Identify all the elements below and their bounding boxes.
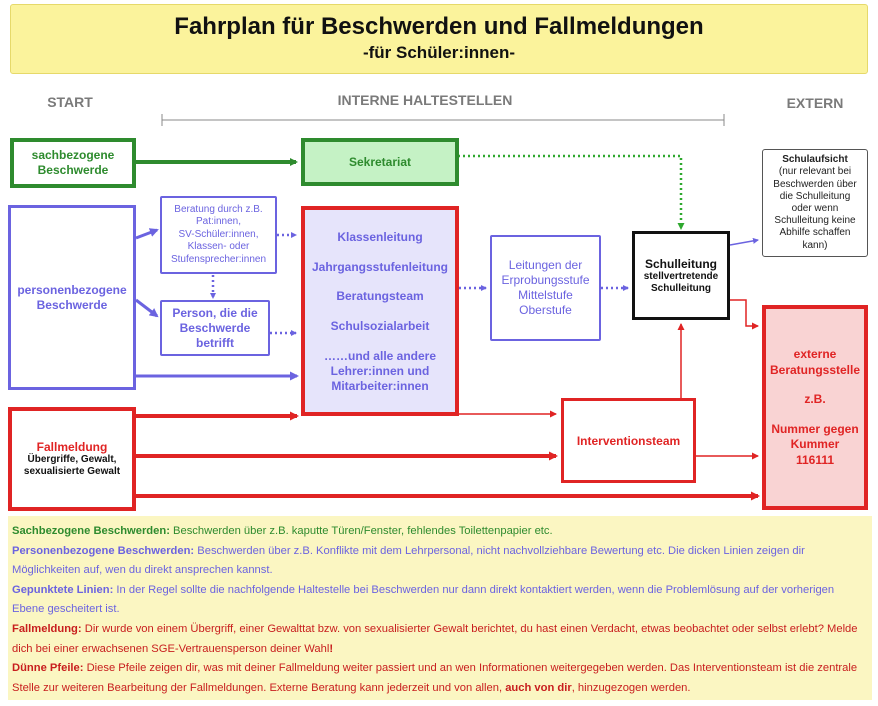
node-personenbezogene-beschwerde: personenbezogene Beschwerde <box>8 205 136 390</box>
node-person-betrifft: Person, die die Beschwerde betrifft <box>160 300 270 356</box>
fallmeldung-beschreibung: Übergriffe, Gewalt, sexualisierte Gewalt <box>23 453 121 478</box>
extern-zb: z.B. <box>804 392 826 406</box>
arrow-person-betroffen <box>135 298 159 318</box>
intern-bracket <box>161 114 725 126</box>
schulleitung-title: Schulleitung <box>645 256 717 271</box>
node-beratung-durch: Beratung durch z.B. Pat:innen, SV-Schüle… <box>160 196 277 274</box>
arrow-schulleitung-extern <box>730 299 759 330</box>
schulaufsicht-hinweis: (nur relevant bei Beschwerden über die S… <box>773 166 857 251</box>
schulleitung-stellvertretend: stellvertretende Schulleitung <box>643 270 719 294</box>
column-extern: EXTERN <box>786 95 844 111</box>
lehrer-beratungsteam: Beratungsteam <box>336 289 424 304</box>
lehrer-klassenleitung: Klassenleitung <box>337 229 423 244</box>
node-leitungen-stufen: Leitungen der Erprobungsstufe Mittelstuf… <box>490 235 601 341</box>
title-banner: Fahrplan für Beschwerden und Fallmeldung… <box>10 4 868 74</box>
node-interventionsteam: Interventionsteam <box>561 398 696 483</box>
node-lehrer-gruppe: Klassenleitung Jahrgangsstufenleitung Be… <box>301 206 459 416</box>
node-schulleitung: Schulleitung stellvertretende Schulleitu… <box>632 231 730 320</box>
arrow-schulleitung-schulaufsicht <box>729 237 759 246</box>
legend-gepunktet: Gepunktete Linien: In der Regel sollte d… <box>12 583 835 616</box>
extern-title: externe Beratungsstelle <box>769 347 861 377</box>
page-title: Fahrplan für Beschwerden und Fallmeldung… <box>174 13 704 40</box>
legend-fallmeldung: Fallmeldung: Dir wurde von einem Übergri… <box>12 622 858 655</box>
lehrer-alle-anderen: ……und alle andere Lehrer:innen und Mitar… <box>323 349 437 394</box>
extern-nummer-gegen-kummer: Nummer gegen Kummer 116111 <box>771 421 859 467</box>
node-externe-beratungsstelle: externe Beratungsstelle z.B. Nummer gege… <box>762 305 868 510</box>
lehrer-jahrgangsstufenleitung: Jahrgangsstufenleitung <box>311 259 448 274</box>
node-sekretariat: Sekretariat <box>301 138 459 186</box>
legend-duenne-pfeile: Dünne Pfeile: Diese Pfeile zeigen dir, w… <box>12 662 858 694</box>
node-fallmeldung: Fallmeldung Übergriffe, Gewalt, sexualis… <box>8 407 136 511</box>
fallmeldung-title: Fallmeldung <box>36 439 108 454</box>
arrow-sekretariat-schulleitung <box>458 154 685 230</box>
schulaufsicht-title: Schulaufsicht <box>782 154 848 166</box>
lehrer-schulsozialarbeit: Schulsozialarbeit <box>330 319 430 334</box>
arrow-person-beratung <box>135 228 159 240</box>
column-intern: INTERNE HALTESTELLEN <box>337 92 513 108</box>
page-subtitle: -für Schüler:innen- <box>362 43 516 62</box>
node-sachbezogene-beschwerde: sachbezogene Beschwerde <box>10 138 136 188</box>
legend-personenbezogen: Personenbezogene Beschwerden: Beschwerde… <box>12 544 805 577</box>
legend-sachbezogen: Sachbezogene Beschwerden: Beschwerden üb… <box>12 525 553 537</box>
node-schulaufsicht: Schulaufsicht (nur relevant bei Beschwer… <box>762 149 868 257</box>
column-start: START <box>47 94 93 110</box>
legend-panel: Sachbezogene Beschwerden: Beschwerden üb… <box>8 516 872 700</box>
